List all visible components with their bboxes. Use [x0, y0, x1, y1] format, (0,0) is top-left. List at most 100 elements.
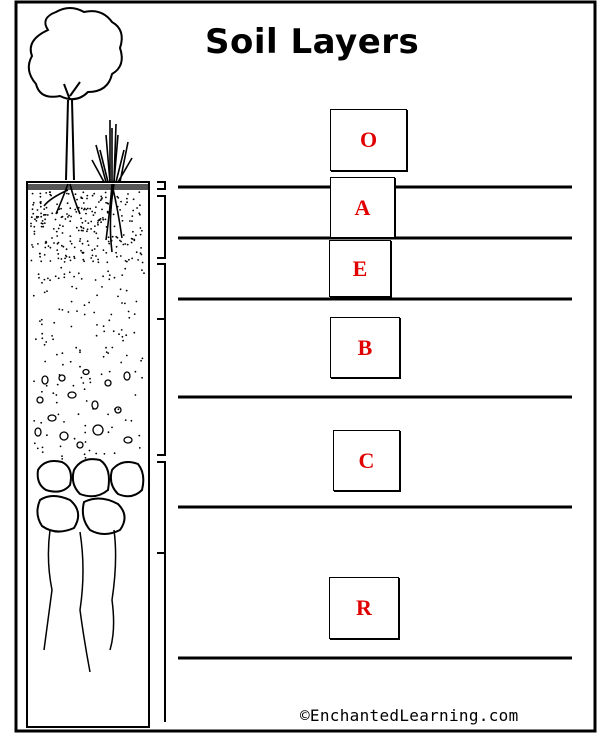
- soil-dot: [84, 424, 87, 427]
- soil-dot: [38, 252, 41, 255]
- soil-dot: [113, 225, 116, 228]
- soil-dot: [56, 383, 59, 386]
- soil-dot: [68, 214, 70, 217]
- soil-dot: [84, 457, 87, 459]
- soil-dot: [125, 289, 128, 292]
- soil-dot: [54, 218, 57, 221]
- soil-dot: [37, 243, 39, 245]
- soil-dot: [51, 237, 53, 239]
- soil-dot: [64, 218, 67, 220]
- soil-dot: [41, 390, 43, 393]
- soil-dot: [41, 451, 44, 453]
- soil-dot: [84, 431, 87, 434]
- soil-dot: [41, 281, 43, 284]
- soil-dot: [33, 233, 36, 235]
- soil-dot: [33, 380, 35, 383]
- soil-dot: [62, 245, 65, 248]
- soil-dot: [95, 452, 98, 455]
- soil-dot: [92, 214, 95, 217]
- soil-dot: [124, 203, 127, 206]
- soil-dot: [85, 212, 87, 215]
- soil-dot: [33, 225, 36, 228]
- soil-dot: [77, 272, 80, 275]
- soil-dot: [49, 246, 52, 249]
- soil-dot: [126, 243, 129, 246]
- soil-dot: [65, 248, 68, 251]
- soil-dot: [38, 276, 40, 279]
- soil-dot: [59, 445, 62, 448]
- soil-dot: [116, 236, 119, 239]
- soil-dot: [33, 230, 36, 233]
- soil-dot: [41, 337, 44, 340]
- soil-dot: [120, 361, 123, 364]
- soil-dot: [131, 257, 134, 260]
- page-border: [14, 0, 597, 733]
- soil-dot: [125, 354, 128, 357]
- soil-dot: [83, 313, 86, 316]
- soil-dot: [108, 319, 111, 322]
- soil-dot: [117, 295, 119, 298]
- soil-dot: [43, 278, 46, 281]
- soil-dot: [69, 207, 72, 210]
- roots: [43, 183, 123, 253]
- soil-dot: [132, 230, 134, 233]
- soil-dot: [52, 392, 55, 395]
- soil-dot: [103, 330, 106, 333]
- soil-dot: [57, 227, 60, 230]
- soil-dot: [76, 310, 78, 312]
- soil-dot: [70, 300, 73, 303]
- soil-dot: [30, 216, 33, 219]
- soil-dot: [69, 240, 72, 243]
- soil-dot: [90, 257, 93, 259]
- soil-dot: [44, 360, 47, 363]
- soil-dot: [61, 232, 64, 234]
- soil-dot: [105, 196, 107, 199]
- soil-dot: [104, 218, 107, 221]
- soil-dot: [127, 258, 130, 261]
- depth-ruler: [157, 181, 166, 722]
- soil-dot: [130, 419, 133, 422]
- soil-dot: [108, 242, 111, 245]
- soil-dot: [140, 247, 143, 249]
- soil-dot: [112, 213, 115, 216]
- soil-dot: [88, 449, 91, 452]
- soil-dot: [83, 260, 86, 263]
- soil-dot: [56, 203, 58, 206]
- soil-dot: [91, 254, 94, 257]
- soil-dot: [101, 208, 103, 211]
- soil-dot: [39, 201, 42, 204]
- soil-dot: [57, 257, 60, 260]
- soil-dot: [35, 220, 38, 222]
- soil-dot: [71, 285, 73, 288]
- soil-dot: [43, 222, 46, 225]
- boulders: [36, 458, 145, 535]
- soil-dot: [85, 208, 88, 211]
- soil-dot: [97, 258, 99, 261]
- soil-dot: [55, 401, 58, 404]
- soil-dot: [139, 204, 141, 207]
- soil-dot: [99, 199, 102, 202]
- soil-dot: [81, 242, 84, 245]
- soil-dot: [84, 441, 87, 443]
- soil-dot: [125, 334, 128, 337]
- soil-dot: [80, 207, 83, 210]
- soil-dot: [58, 308, 61, 311]
- soil-dot: [43, 291, 46, 294]
- soil-dot: [45, 240, 47, 243]
- soil-dot: [49, 260, 52, 262]
- soil-dot: [141, 376, 144, 379]
- soil-dot: [130, 241, 133, 244]
- soil-dot: [32, 203, 34, 206]
- soil-dot: [140, 253, 143, 256]
- soil-dot: [74, 208, 77, 211]
- stipple-dots: [30, 191, 145, 460]
- soil-dot: [89, 377, 91, 380]
- soil-dot: [117, 197, 120, 199]
- soil-dot: [100, 373, 103, 376]
- soil-dot: [83, 388, 86, 391]
- soil-dot: [66, 192, 68, 195]
- soil-dot: [139, 227, 142, 229]
- soil-dot: [70, 242, 73, 245]
- soil-dot: [37, 273, 40, 276]
